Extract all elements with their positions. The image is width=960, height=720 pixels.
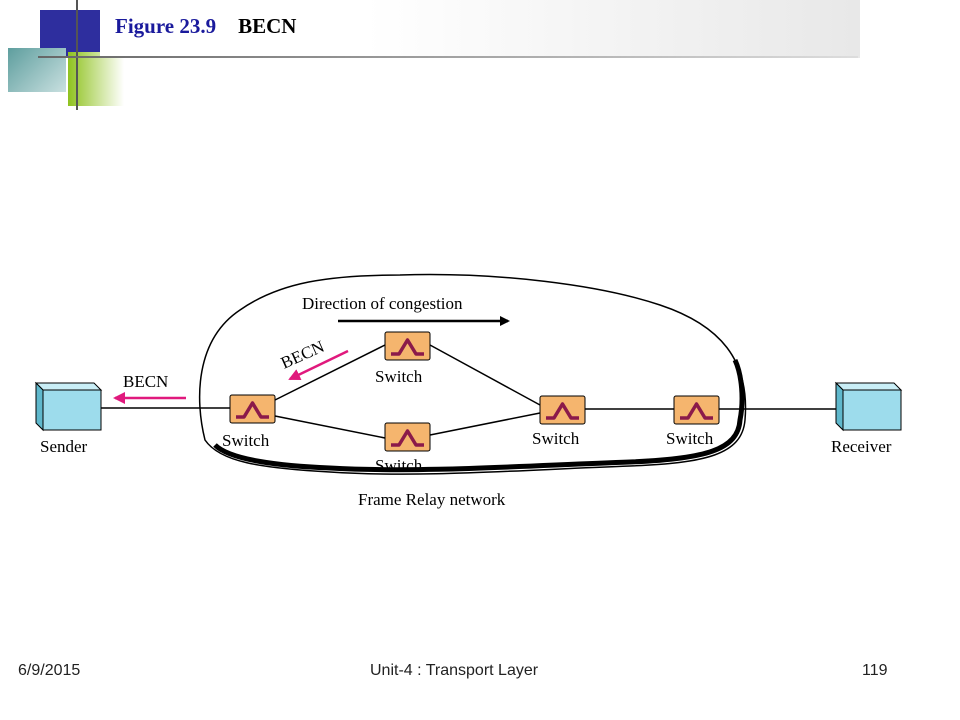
footer-course-title: Unit-4 : Transport Layer (370, 662, 539, 679)
direction-of-congestion-label: Direction of congestion (302, 294, 463, 313)
switch-top (383, 330, 432, 362)
decor-vertical-line (76, 0, 78, 110)
link-switch1-switch-top (274, 344, 386, 401)
switch-3 (538, 394, 587, 426)
decor-horizontal-line (38, 56, 858, 58)
sender-host (34, 381, 103, 432)
switch-3-label: Switch (532, 429, 580, 448)
title-bar (100, 0, 860, 58)
frame-relay-network-label: Frame Relay network (358, 490, 506, 509)
network-cloud (198, 273, 747, 475)
switch-top-label: Switch (375, 367, 423, 386)
slide-title: Figure 23.9 BECN (115, 14, 296, 39)
footer-page-number: 119 (862, 662, 888, 679)
becn-inner-label: BECN (278, 337, 327, 373)
receiver-label: Receiver (831, 437, 892, 456)
switch-4-label: Switch (666, 429, 714, 448)
switch-bottom-label: Switch (375, 456, 423, 475)
switch-1 (228, 393, 277, 425)
becn-outer-label: BECN (123, 372, 168, 391)
becn-inner-arrow (288, 349, 349, 381)
switch-bottom (383, 421, 432, 453)
figure-number: Figure 23.9 (115, 14, 217, 38)
link-switch1-switch-bottom (274, 415, 386, 439)
link-top-switch3 (429, 344, 541, 406)
network-cloud-shadow (213, 358, 745, 473)
decor-teal-block (8, 48, 66, 92)
receiver-host (834, 381, 903, 432)
figure-title: BECN (238, 14, 297, 38)
switch-4 (672, 394, 721, 426)
switch-1-label: Switch (222, 431, 270, 450)
sender-label: Sender (40, 437, 88, 456)
link-bottom-switch3 (429, 412, 541, 436)
footer-date: 6/9/2015 (18, 662, 81, 679)
